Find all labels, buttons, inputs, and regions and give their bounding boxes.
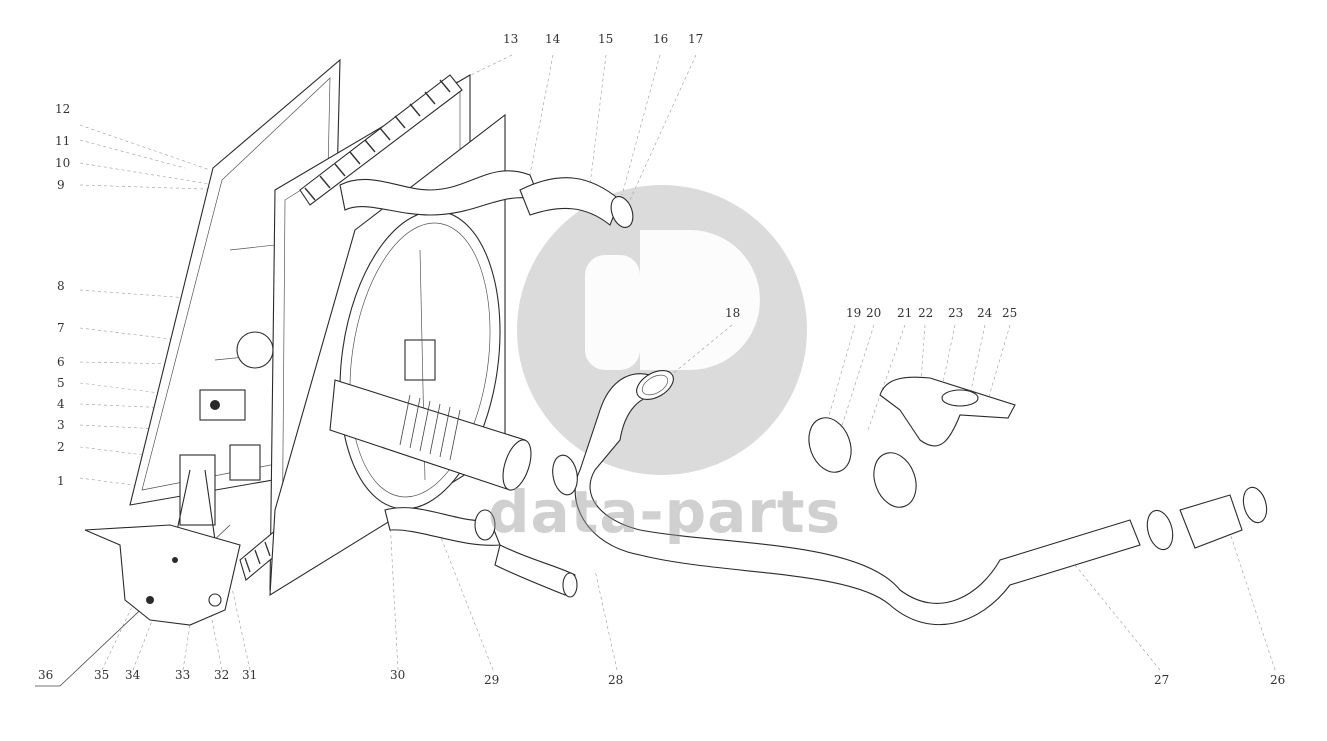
callout-23: 23 [948, 306, 964, 320]
callout-19: 19 [846, 306, 862, 320]
callout-26: 26 [1270, 673, 1286, 687]
callout-24: 24 [977, 306, 993, 320]
callout-8: 8 [57, 279, 65, 293]
callout-18: 18 [725, 306, 741, 320]
callout-13: 13 [503, 32, 519, 46]
clamps-coupler [474, 454, 1268, 551]
callout-36: 36 [38, 668, 54, 682]
lower-bracket [84, 524, 241, 626]
callout-21: 21 [897, 306, 913, 320]
callout-34: 34 [125, 668, 141, 682]
callout-29: 29 [484, 673, 500, 687]
watermark-brand-text: data-parts [488, 478, 842, 546]
corrugated-pipe [329, 379, 532, 491]
callout-12: 12 [55, 102, 71, 116]
callout-28: 28 [608, 673, 624, 687]
callout-3: 3 [57, 418, 65, 432]
callout-16: 16 [653, 32, 669, 46]
callout-15: 15 [598, 32, 614, 46]
callout-11: 11 [55, 134, 71, 148]
callout-30: 30 [390, 668, 406, 682]
callout-32: 32 [214, 668, 230, 682]
callout-2: 2 [57, 440, 65, 454]
callout-4: 4 [57, 397, 65, 411]
callout-25: 25 [1002, 306, 1018, 320]
callout-6: 6 [57, 355, 65, 369]
callout-9: 9 [57, 178, 65, 192]
callout-14: 14 [545, 32, 561, 46]
callout-10: 10 [55, 156, 71, 170]
callout-5: 5 [57, 376, 65, 390]
upper-hose [339, 170, 634, 228]
callout-35: 35 [94, 668, 110, 682]
callout-7: 7 [57, 321, 65, 335]
callout-1: 1 [57, 474, 65, 488]
callout-22: 22 [918, 306, 934, 320]
lower-hose [384, 507, 578, 598]
callout-20: 20 [866, 306, 882, 320]
callout-31: 31 [242, 668, 258, 682]
watermark-logo [517, 185, 807, 475]
callout-17: 17 [688, 32, 704, 46]
charge-air-pipe [574, 370, 1141, 626]
callout-33: 33 [175, 668, 191, 682]
callout-27: 27 [1154, 673, 1170, 687]
bracket [808, 376, 1016, 508]
